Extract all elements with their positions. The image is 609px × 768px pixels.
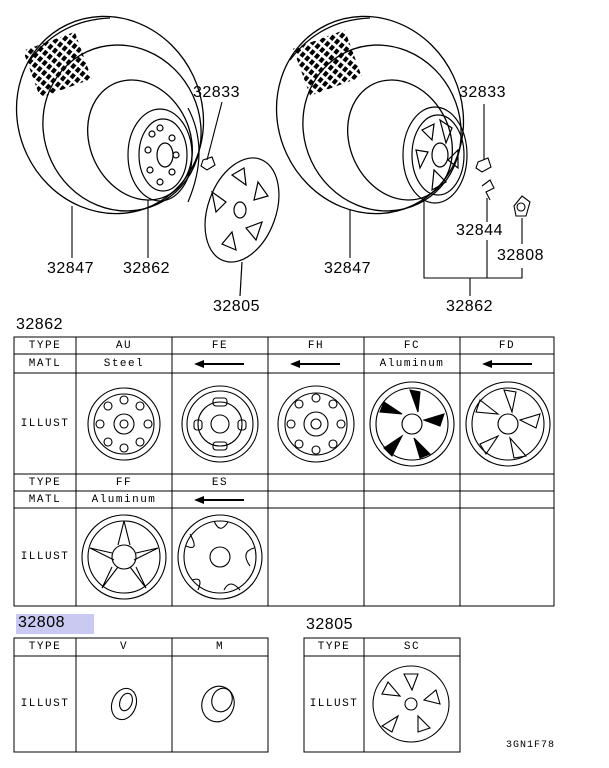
right-leader-lines: [349, 198, 523, 296]
row2-label-type: TYPE: [28, 476, 62, 489]
callout-right-clip: 32844: [456, 222, 503, 239]
right-tire-icon: [275, 15, 465, 215]
callout-left-cover: 32805: [213, 298, 260, 315]
type-ff: FF: [115, 476, 133, 489]
type-m: M: [215, 641, 225, 653]
row2-label-illust: ILLUST: [20, 551, 70, 563]
table-32862-grid: [13, 336, 555, 607]
row-label-matl: MATL: [28, 357, 62, 370]
illust-fh-steel-wheel-icon: [277, 385, 355, 463]
table-32805-label-illust: ILLUST: [309, 698, 359, 710]
illust-au-steel-wheel-icon: [87, 387, 161, 461]
callout-right-tire: 32847: [324, 260, 371, 277]
table-32808-label-illust: ILLUST: [20, 698, 70, 710]
type-v: V: [119, 641, 129, 653]
table-32808-title: 32808: [16, 614, 94, 634]
row2-label-matl: MATL: [28, 493, 62, 506]
table-32805-title: 32805: [306, 616, 353, 633]
illust-fd-alloy-wheel-icon: [465, 381, 551, 467]
type-au: AU: [115, 339, 133, 352]
matl-au: Steel: [103, 357, 145, 370]
table-32808-label-type: TYPE: [28, 641, 62, 653]
right-alloy-wheel-icon: [402, 106, 468, 204]
drawing-code: 3GN1F78: [506, 740, 556, 751]
callout-right-cap: 32808: [497, 247, 544, 264]
matl-same-as-arrows: [194, 360, 532, 504]
type-fc: FC: [403, 339, 421, 352]
matl-ff: Aluminum: [91, 493, 157, 506]
callout-left-nut: 32833: [193, 84, 240, 101]
left-tire-icon: [15, 15, 205, 215]
illust-fe-steel-wheel-icon: [181, 385, 259, 463]
type-fe: FE: [211, 339, 229, 352]
table-32805-grid: [303, 637, 461, 753]
illust-ff-alloy-wheel-icon: [81, 514, 167, 600]
callout-right-wheel: 32862: [446, 298, 493, 315]
type-fh: FH: [307, 339, 325, 352]
type-sc: SC: [403, 641, 421, 653]
type-es: ES: [211, 476, 229, 489]
illust-sc-wheel-cover-icon: [372, 665, 450, 743]
right-center-cap-icon: [513, 195, 531, 244]
callout-right-nut: 32833: [459, 84, 506, 101]
type-fd: FD: [498, 339, 516, 352]
callout-left-tire: 32847: [47, 260, 94, 277]
right-lug-nut-icon: [475, 104, 492, 173]
matl-fc: Aluminum: [379, 357, 445, 370]
illust-v-center-cap-icon: [110, 687, 138, 721]
illust-es-alloy-wheel-icon: [177, 514, 263, 600]
row-label-illust: ILLUST: [20, 417, 70, 430]
left-lug-nut-icon: [200, 101, 223, 171]
row-label-type: TYPE: [28, 339, 62, 352]
right-clip-icon: [481, 179, 495, 222]
table-32808-grid: [13, 637, 269, 753]
table-32805-label-type: TYPE: [317, 641, 351, 653]
left-steel-wheel-icon: [127, 107, 200, 203]
illust-m-center-cap-icon: [201, 685, 235, 723]
left-wheel-cover-icon: [204, 157, 280, 297]
left-leader-lines: [71, 200, 149, 258]
table-32862-title: 32862: [16, 316, 63, 333]
illust-fc-alloy-wheel-icon: [369, 381, 455, 467]
callout-left-wheel: 32862: [123, 260, 170, 277]
